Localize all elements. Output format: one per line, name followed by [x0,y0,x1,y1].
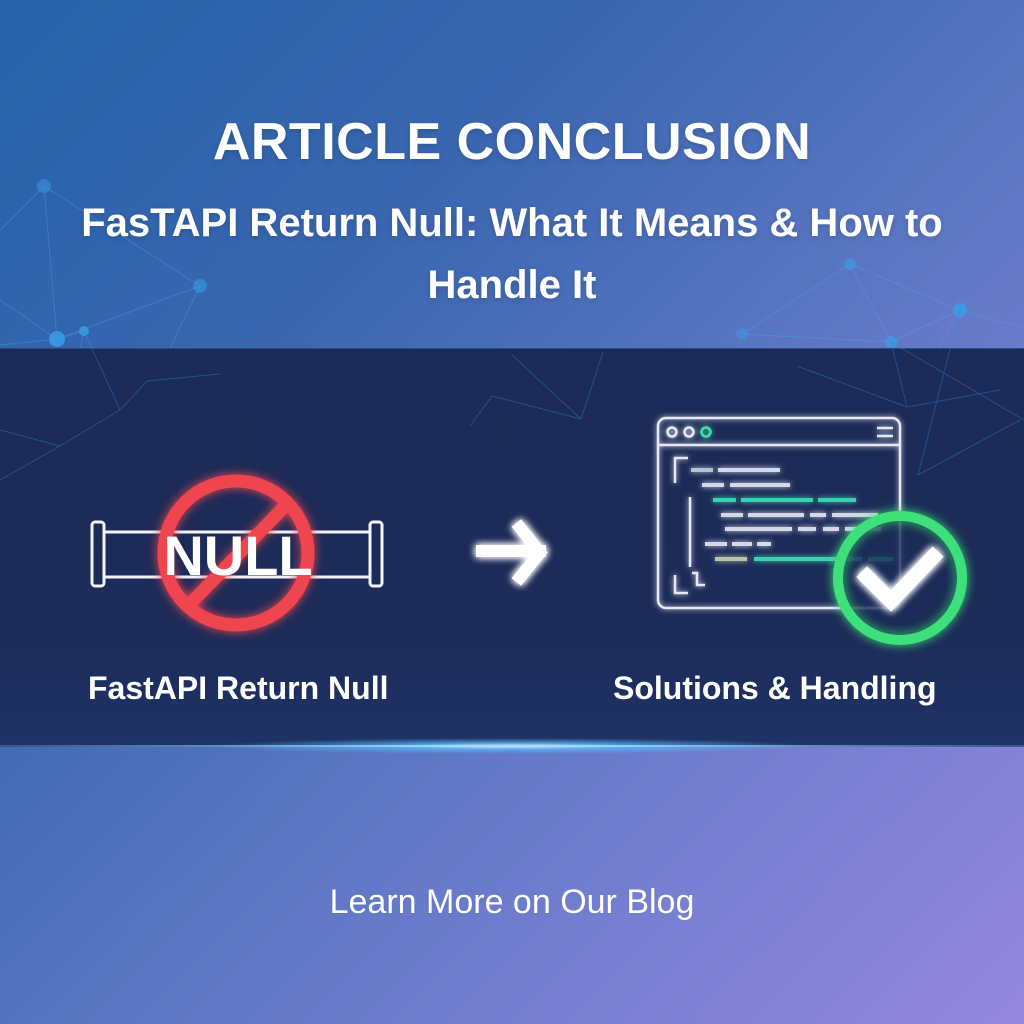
header: ARTICLE CONCLUSION FasTAPI Return Null: … [0,0,1024,348]
null-badge-text: NULL [163,524,312,587]
horizon-line [0,745,1024,747]
code-window-check-icon [656,416,967,645]
article-title: FasTAPI Return Null: What It Means & How… [81,201,943,307]
null-pipe-prohibited-icon: NULL [90,474,384,632]
solution-label: Solutions & Handling [613,670,937,706]
section-kicker: ARTICLE CONCLUSION [212,113,812,171]
learn-more-link[interactable]: Learn More on Our Blog [329,883,695,921]
arrow-right-icon [476,519,548,586]
problem-label: FastAPI Return Null [88,670,389,706]
